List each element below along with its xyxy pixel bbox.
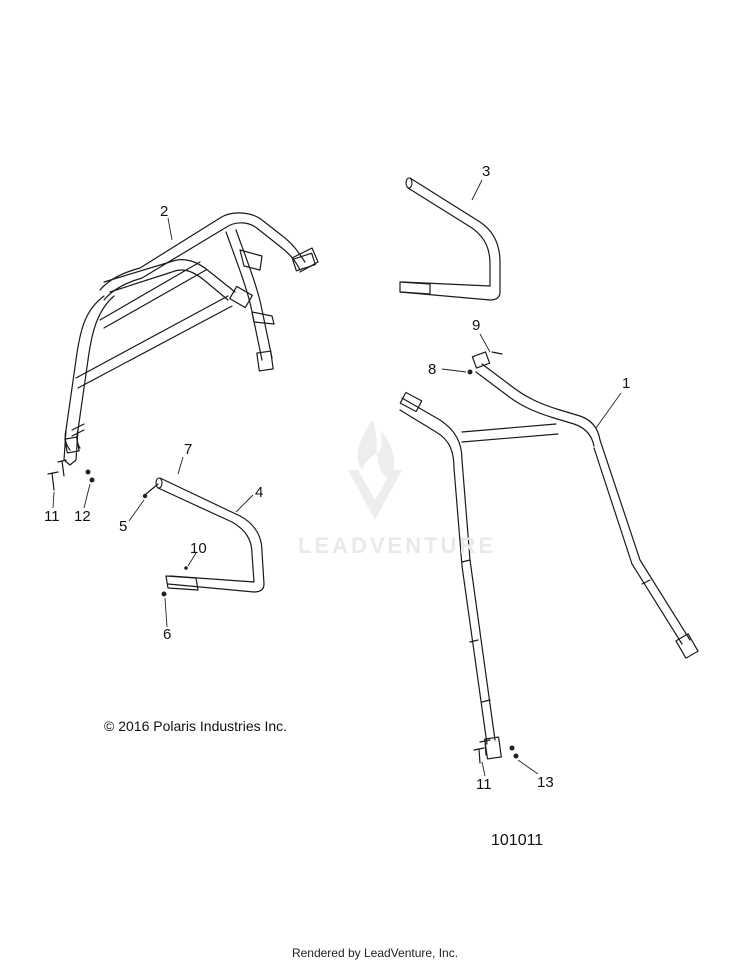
figure-number: 101011 bbox=[491, 832, 544, 849]
hardware bbox=[47, 351, 519, 764]
copyright-text: © 2016 Polaris Industries Inc. bbox=[104, 718, 288, 734]
callouts: 1 2 3 4 5 6 7 8 9 10 11 12 11 13 bbox=[44, 163, 630, 793]
callout-10: 10 bbox=[190, 540, 207, 557]
leader-lines bbox=[52, 179, 622, 777]
callout-11-left: 11 bbox=[44, 508, 60, 525]
callout-11-right: 11 bbox=[476, 776, 492, 793]
callout-8: 8 bbox=[428, 361, 436, 378]
callout-9: 9 bbox=[472, 317, 480, 334]
callout-4: 4 bbox=[255, 484, 263, 501]
callout-6: 6 bbox=[163, 626, 171, 643]
watermark-logo bbox=[348, 420, 402, 520]
part-4-lower-bar bbox=[155, 477, 265, 593]
callout-3: 3 bbox=[482, 163, 490, 180]
part-3-upper-bar bbox=[399, 177, 501, 301]
callout-13: 13 bbox=[537, 774, 554, 791]
callout-2: 2 bbox=[160, 203, 168, 220]
callout-1: 1 bbox=[622, 375, 630, 392]
callout-5: 5 bbox=[119, 518, 127, 535]
rendered-by-footer: Rendered by LeadVenture, Inc. bbox=[291, 946, 459, 960]
callout-12: 12 bbox=[74, 508, 91, 525]
watermark-text: LEADVENTURE bbox=[298, 533, 497, 558]
part-2-rear-cage bbox=[63, 212, 319, 466]
callout-7: 7 bbox=[184, 441, 192, 458]
part-1-front-cage bbox=[399, 351, 699, 760]
